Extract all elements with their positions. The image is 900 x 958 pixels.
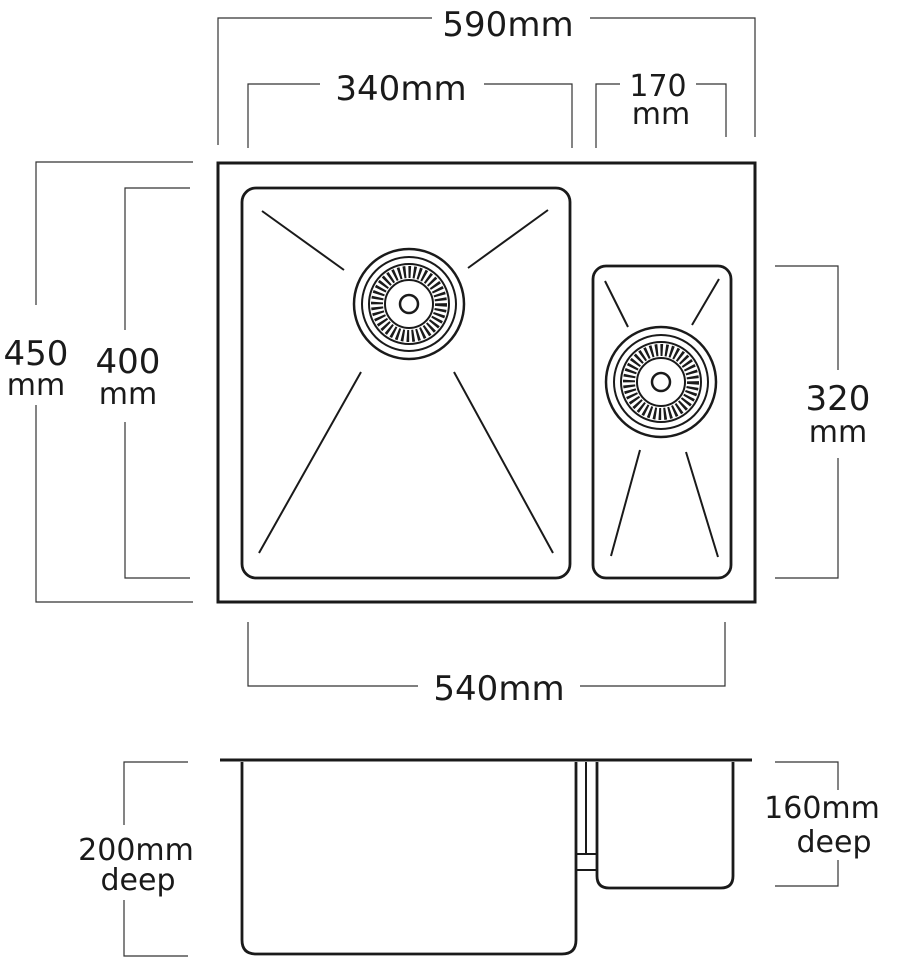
- large-bowl: [240, 186, 572, 580]
- small-bowl-drain: [604, 325, 718, 439]
- dim-line-combined-width: [247, 622, 726, 687]
- large-bowl-profile: [240, 762, 578, 956]
- label-small-bowl-depth-value: 160mm: [764, 791, 880, 826]
- small-bowl-crease-lines: [604, 278, 720, 558]
- dim-line-large-bowl-length: [124, 187, 190, 579]
- dim-line-small-bowl-depth: [775, 761, 839, 887]
- label-small-bowl-length-value: 320: [806, 379, 871, 419]
- label-overall-width: 590mm: [442, 5, 573, 45]
- label-large-bowl-width: 340mm: [335, 69, 466, 109]
- small-bowl-profile: [595, 762, 735, 890]
- label-combined-width: 540mm: [433, 669, 564, 709]
- label-overall-length-unit: mm: [7, 368, 65, 403]
- sink-outline: [216, 161, 757, 604]
- label-large-bowl-depth-value: 200mm: [78, 833, 194, 868]
- label-small-bowl-width-unit: mm: [632, 97, 690, 132]
- label-large-bowl-length-unit: mm: [99, 377, 157, 412]
- label-large-bowl-depth-unit: deep: [101, 863, 176, 898]
- label-small-bowl-length-unit: mm: [809, 415, 867, 450]
- dim-line-small-bowl-width: [595, 83, 727, 148]
- label-small-bowl-depth-unit: deep: [797, 825, 872, 860]
- dim-line-small-bowl-length: [775, 265, 839, 579]
- large-bowl-crease-lines: [258, 209, 554, 554]
- dim-line-overall-width: [217, 17, 756, 145]
- label-small-bowl-width-value: 170: [629, 69, 686, 104]
- large-bowl-drain: [352, 247, 466, 361]
- bowl-connector: [576, 762, 597, 871]
- label-large-bowl-length-value: 400: [96, 342, 161, 382]
- dim-line-overall-length: [35, 161, 193, 603]
- label-overall-length-value: 450: [4, 334, 69, 374]
- dim-line-large-bowl-width: [247, 83, 573, 148]
- dim-line-large-bowl-depth: [123, 761, 188, 957]
- small-bowl: [591, 264, 733, 580]
